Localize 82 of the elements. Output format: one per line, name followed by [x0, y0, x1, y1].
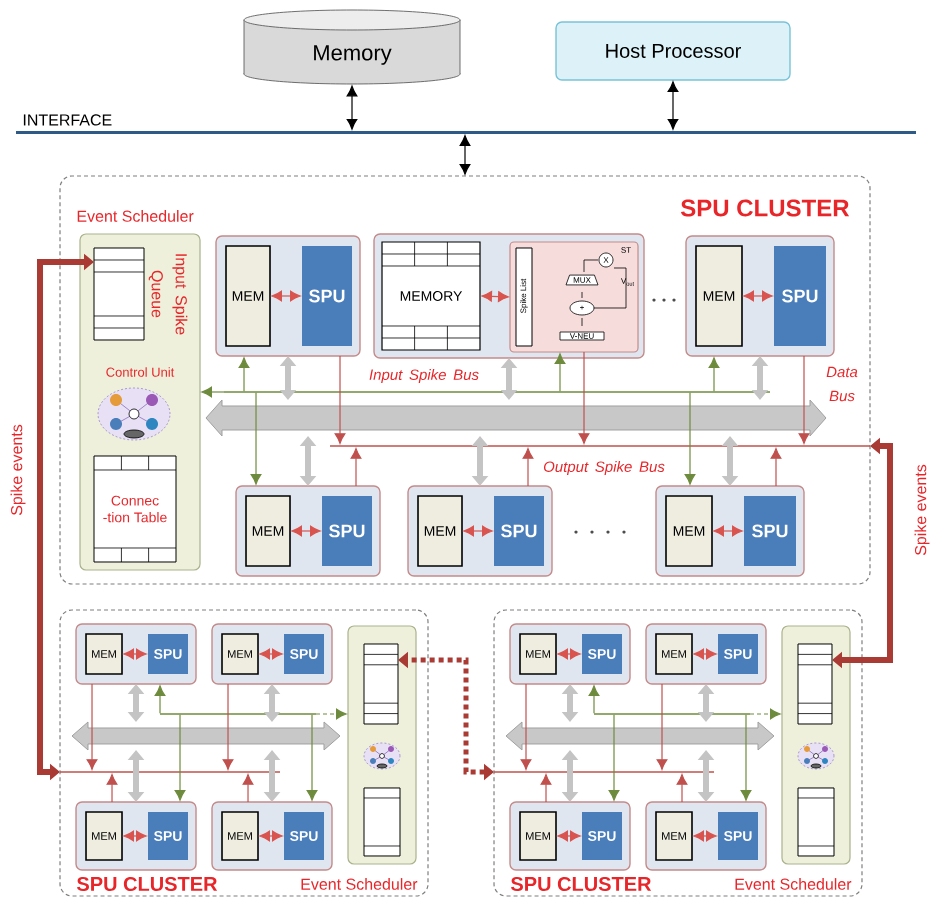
arrow: [471, 436, 489, 486]
arrow: [350, 448, 362, 487]
spike-bus-line: [594, 713, 750, 715]
arrow: [770, 448, 782, 487]
spu-box: SPU: [494, 496, 544, 566]
queue-label: Input Spike Queue: [148, 254, 188, 335]
arrow: [481, 291, 509, 302]
arrow: [713, 525, 743, 537]
arrow: [561, 684, 579, 722]
arrow: [106, 774, 118, 803]
arrow: [554, 353, 566, 392]
arrow: [693, 830, 717, 842]
memory-cylinder: Memory: [243, 9, 461, 85]
arrow: [291, 525, 321, 537]
spu-box: SPU: [774, 246, 826, 346]
arrow: [459, 135, 471, 175]
arrow: [743, 290, 773, 302]
arrow: [86, 683, 98, 770]
data-bus-bar: [205, 399, 827, 437]
arrow: [201, 386, 225, 398]
arrow: [520, 683, 532, 770]
arrow: [123, 648, 147, 660]
arrow: [259, 830, 283, 842]
processor-box: Host Processor: [555, 21, 791, 81]
arrow: [250, 392, 262, 485]
arrow: [708, 357, 720, 392]
arrow: [238, 357, 250, 392]
arrow: [315, 708, 347, 720]
arrow: [154, 685, 166, 714]
node-label: Event Scheduler: [77, 210, 194, 222]
arrow: [127, 684, 145, 722]
arrow: [242, 774, 254, 803]
arrow: [749, 708, 781, 720]
spike-bus-line: [160, 713, 316, 715]
spike-queue: [363, 643, 399, 725]
arrow: [740, 714, 752, 801]
arrow: [271, 290, 301, 302]
data-bus-bar: [71, 721, 341, 751]
edge-label: Spike events: [912, 462, 932, 558]
arrow: [557, 648, 581, 660]
arrow: [346, 85, 358, 130]
arrow: [798, 355, 810, 444]
arrow: [697, 684, 715, 722]
spike-bus-line: [224, 391, 770, 393]
arrow: [721, 436, 739, 486]
arrow: [697, 750, 715, 802]
node-label: INTERFACE: [23, 114, 112, 126]
arrow: [222, 683, 234, 770]
arrow: [279, 356, 297, 400]
spike-queue: [797, 643, 833, 725]
arrow: [693, 648, 717, 660]
node-label: Event Scheduler: [301, 878, 418, 890]
arrow: [684, 392, 696, 485]
arrow: [540, 774, 552, 803]
arrow: [588, 685, 600, 714]
arrow: [334, 355, 346, 444]
arrow: [299, 436, 317, 486]
arrow: [306, 714, 318, 801]
interface-bus: INTERFACE: [16, 114, 916, 134]
arrow: [522, 448, 534, 487]
arrow: [656, 683, 668, 770]
edge-label: Spike events: [8, 422, 28, 518]
spu-box: SPU: [744, 496, 796, 566]
data-bus-bar: [505, 721, 775, 751]
arrow: [463, 525, 493, 537]
spu-box: SPU: [322, 496, 372, 566]
arrow: [608, 714, 620, 801]
arrow: [127, 750, 145, 802]
arrow: [123, 830, 147, 842]
arrow: [557, 830, 581, 842]
arrow: [500, 358, 518, 400]
arrow: [263, 750, 281, 802]
arrow: [174, 714, 186, 801]
spu-box: SPU: [302, 246, 352, 346]
node-label: Event Scheduler: [735, 878, 852, 890]
arrow: [561, 750, 579, 802]
arrow: [667, 81, 679, 130]
arrow: [263, 684, 281, 722]
arrow: [259, 648, 283, 660]
arrow: [676, 774, 688, 803]
arrow: [751, 356, 769, 400]
arrow: [578, 351, 590, 444]
